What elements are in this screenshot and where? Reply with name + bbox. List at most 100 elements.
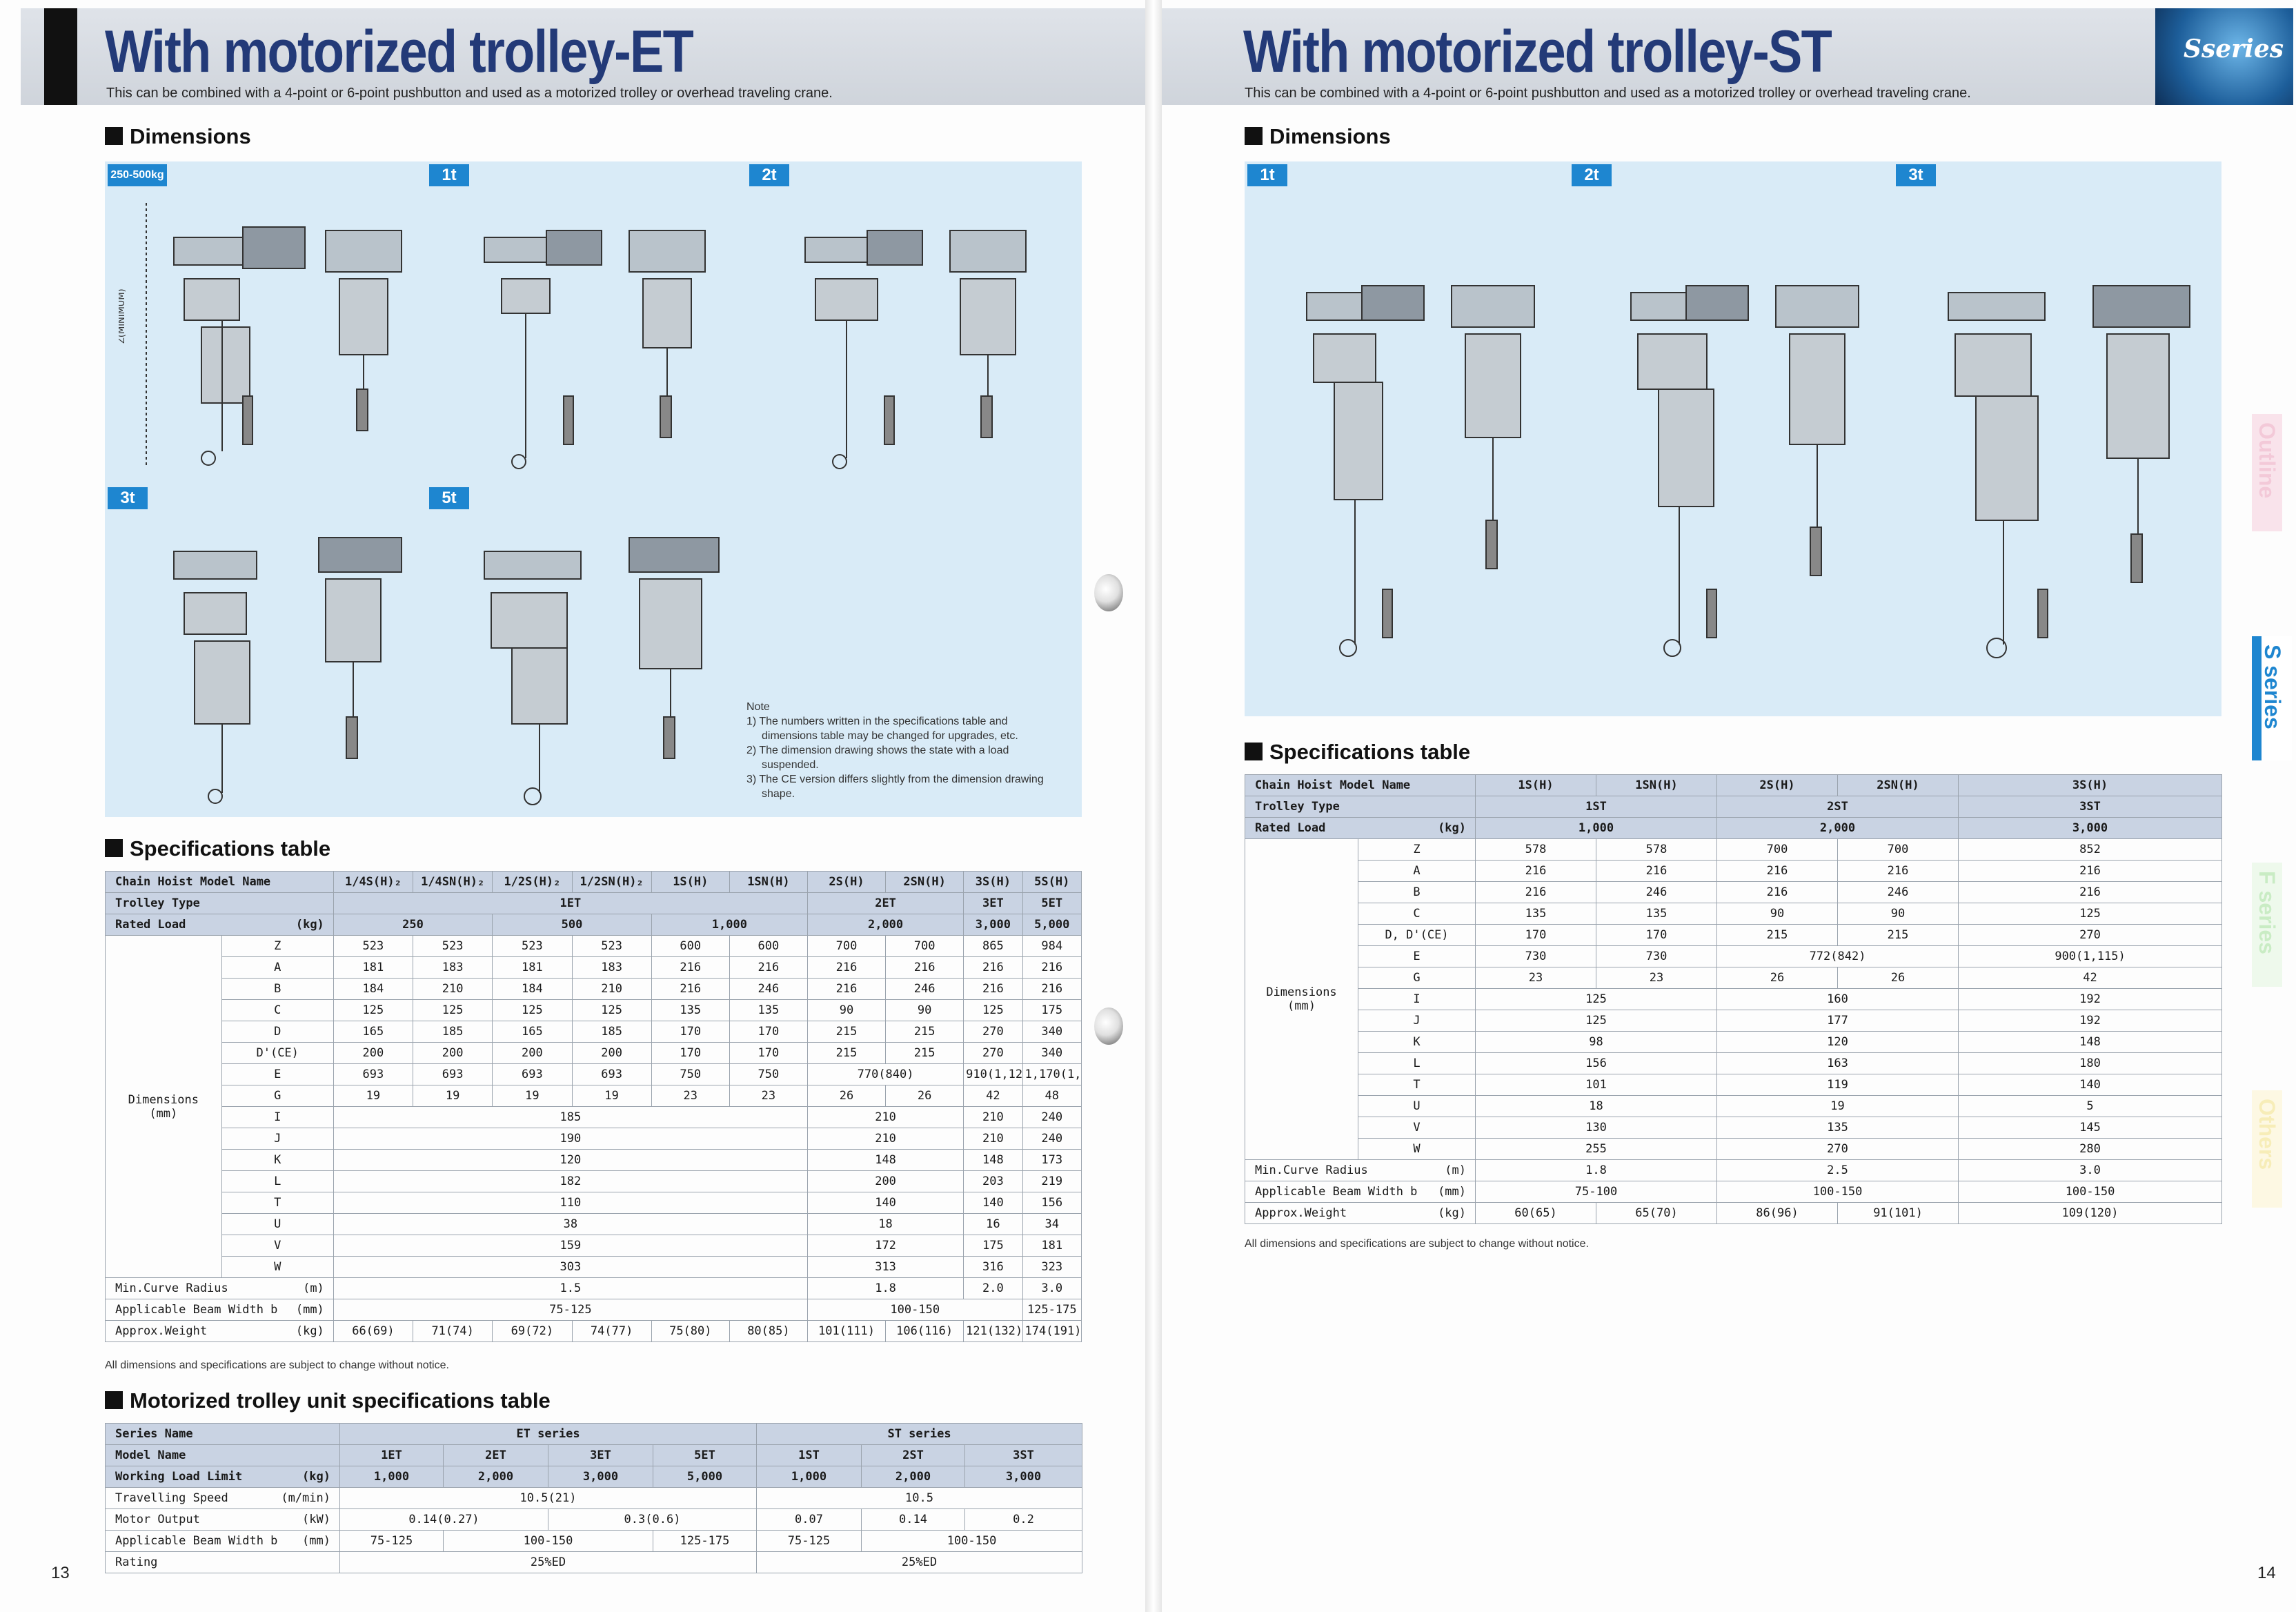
- table-cell: 0.2: [964, 1508, 1083, 1531]
- table-cell: 523: [571, 935, 652, 957]
- table-cell: 170: [1596, 924, 1718, 946]
- table-cell: 18: [806, 1213, 964, 1235]
- table-cell: 216: [1022, 978, 1082, 1000]
- table-cell: W: [1357, 1138, 1476, 1160]
- table-cell: 600: [651, 935, 730, 957]
- table-cell: 106(116): [885, 1320, 964, 1342]
- table-cell: 852: [1958, 838, 2223, 861]
- hoist-drawing-st-2t: [1630, 285, 1859, 657]
- table-cell: 210: [413, 978, 493, 1000]
- table-cell: 159: [333, 1235, 808, 1257]
- section-heading-specifications: Specifications table: [105, 836, 330, 861]
- table-cell: 125: [492, 999, 573, 1021]
- table-cell: 1/2SN(H)₂: [571, 871, 652, 893]
- table-cell: 125: [963, 999, 1023, 1021]
- table-cell: 125: [1475, 988, 1718, 1010]
- table-cell: E: [1357, 945, 1476, 967]
- table-cell: W: [221, 1256, 334, 1278]
- table-row: Series Name ET series ST series: [105, 1423, 1083, 1445]
- table-cell: 216: [1716, 860, 1839, 882]
- table-cell: 5,000: [1022, 914, 1082, 936]
- table-cell: 2,000: [806, 914, 964, 936]
- hoist-drawing-5t: [484, 537, 720, 805]
- footnote: All dimensions and specifications are su…: [1245, 1238, 1589, 1250]
- table-cell: 135: [1475, 903, 1597, 925]
- section-heading-specifications: Specifications table: [1245, 740, 1470, 765]
- table-cell: 185: [413, 1021, 493, 1043]
- table-cell: G: [221, 1085, 334, 1107]
- table-cell: 3ET: [548, 1444, 653, 1466]
- capacity-badge-250-500kg: 250-500kg: [108, 164, 167, 186]
- table-cell: C: [1357, 903, 1476, 925]
- table-cell: 165: [333, 1021, 414, 1043]
- table-cell: 216: [1958, 860, 2223, 882]
- table-cell: 125: [1958, 903, 2223, 925]
- table-cell: 2ST: [861, 1444, 965, 1466]
- binder-ring-icon: [1094, 574, 1123, 611]
- table-cell: D: [221, 1021, 334, 1043]
- table-cell: 246: [1837, 881, 1959, 903]
- table-cell: 16: [963, 1213, 1023, 1235]
- table-cell: 184: [333, 978, 414, 1000]
- table-cell: 125: [413, 999, 493, 1021]
- table-cell: 42: [963, 1085, 1023, 1107]
- table-cell: 25%ED: [339, 1551, 757, 1573]
- table-row: Rated Load(kg) 250 500 1,000 2,000 3,000…: [105, 914, 1082, 936]
- table-row: Approx.Weight(kg) 60(65)65(70)86(96)91(1…: [1244, 1202, 2223, 1224]
- side-tab-others[interactable]: Others: [2252, 1090, 2282, 1208]
- table-cell: 23: [1596, 967, 1718, 989]
- table-cell: 3S(H): [963, 871, 1023, 893]
- table-cell: 190: [333, 1128, 808, 1150]
- capacity-badge-3t: 3t: [108, 487, 148, 509]
- table-cell: 500: [492, 914, 652, 936]
- table-cell: 210: [806, 1128, 964, 1150]
- table-cell: 101: [1475, 1074, 1718, 1096]
- right-page: With motorized trolley-ST This can be co…: [1162, 0, 2296, 1612]
- left-header-band: With motorized trolley-ET This can be co…: [21, 8, 1145, 105]
- table-cell: 34: [1022, 1213, 1082, 1235]
- page-number: 14: [2257, 1564, 2276, 1582]
- table-cell: 1ET: [339, 1444, 444, 1466]
- table-cell: V: [1357, 1117, 1476, 1139]
- table-cell: 216: [1596, 860, 1718, 882]
- table-cell: 3.0: [1022, 1277, 1082, 1299]
- table-cell: 200: [413, 1042, 493, 1064]
- table-cell: 1.5: [333, 1277, 808, 1299]
- table-cell: 120: [1716, 1031, 1959, 1053]
- drawing-note: Note 1) The numbers written in the speci…: [746, 701, 1044, 800]
- table-cell: 170: [651, 1021, 730, 1043]
- table-cell: 170: [1475, 924, 1597, 946]
- table-cell: 313: [806, 1256, 964, 1278]
- table-cell: 250: [333, 914, 493, 936]
- table-cell: 700: [806, 935, 887, 957]
- capacity-badge-2t: 2t: [749, 164, 789, 186]
- table-cell: 156: [1022, 1192, 1082, 1214]
- table-cell: 3,000: [548, 1466, 653, 1488]
- side-tab-outline[interactable]: Outline: [2252, 414, 2282, 531]
- table-cell: 216: [963, 978, 1023, 1000]
- side-tab-f-series[interactable]: F series: [2252, 863, 2282, 987]
- heading-square-icon: [105, 839, 123, 857]
- table-cell: 270: [1958, 924, 2223, 946]
- table-cell: Min.Curve Radius(m): [105, 1277, 334, 1299]
- table-cell: C: [221, 999, 334, 1021]
- table-cell: ET series: [339, 1423, 757, 1445]
- table-cell: 1,000: [339, 1466, 444, 1488]
- table-row: Motor Output(kW) 0.14(0.27)0.3(0.6) 0.07…: [105, 1508, 1083, 1531]
- table-cell: 770(840): [806, 1063, 964, 1085]
- table-cell: 340: [1022, 1042, 1082, 1064]
- side-tab-s-series[interactable]: S series: [2252, 636, 2292, 760]
- table-cell: 1.8: [1475, 1159, 1718, 1181]
- table-cell: T: [1357, 1074, 1476, 1096]
- table-cell: 2ST: [1716, 796, 1959, 818]
- table-cell: D, D'(CE): [1357, 924, 1476, 946]
